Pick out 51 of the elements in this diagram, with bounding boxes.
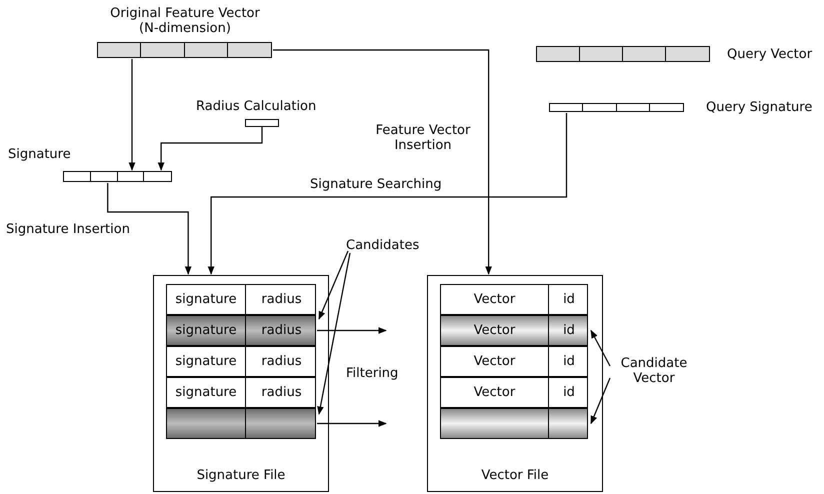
table-cell: signature [167, 378, 246, 407]
edge-label: Signature Searching [310, 177, 442, 192]
bar-label: Query Signature [706, 100, 812, 115]
arrow [107, 183, 192, 275]
table-cell: Vector [441, 316, 549, 345]
table-cell-text: id [562, 353, 576, 371]
record-row [166, 377, 316, 408]
bar-label: Radius Calculation [196, 99, 316, 114]
table-cell-text: id [562, 291, 576, 309]
table-cell-text: radius [260, 353, 303, 371]
record-row [166, 284, 316, 315]
table-cell: Vector [441, 378, 549, 407]
table-cell-text: radius [260, 291, 303, 309]
arrow [128, 59, 136, 171]
table-cell: Vector [441, 347, 549, 376]
callout-label: Candidates [346, 238, 420, 253]
highlighted-record-row [440, 408, 588, 439]
arrow [273, 49, 492, 275]
file-label: Signature File [196, 468, 286, 483]
record-row [440, 346, 588, 377]
record-row [440, 284, 588, 315]
file-label: Vector File [480, 468, 550, 483]
leader-line [317, 252, 351, 415]
highlighted-record-row [166, 408, 316, 439]
bar-label: Original Feature Vector (N-dimension) [109, 6, 261, 36]
record-row [440, 377, 588, 408]
arrow [317, 327, 387, 334]
arrow [317, 420, 387, 427]
callout-label: Candidate Vector [608, 356, 700, 386]
table-cell: signature [167, 316, 246, 345]
arrow [158, 127, 263, 171]
table-cell-text: id [562, 384, 576, 402]
bar-label: Query Vector [727, 47, 812, 62]
table-cell: Vector [441, 285, 549, 314]
table-cell: signature [167, 285, 246, 314]
record-row [166, 315, 316, 346]
leader-line [590, 378, 611, 424]
bar-label: Signature [8, 147, 71, 162]
leader-line [590, 330, 611, 366]
table-cell-text: id [562, 322, 576, 340]
edge-label: Signature Insertion [6, 222, 130, 237]
table-cell-text: radius [260, 384, 303, 402]
record-row [440, 315, 588, 346]
annotation-text: Filtering [346, 366, 398, 381]
leader-line [318, 250, 349, 320]
table-cell-text: radius [260, 322, 303, 340]
arrow [208, 113, 568, 275]
table-cell: signature [167, 347, 246, 376]
file-box [427, 275, 603, 492]
record-row [166, 346, 316, 377]
file-box [153, 275, 329, 492]
